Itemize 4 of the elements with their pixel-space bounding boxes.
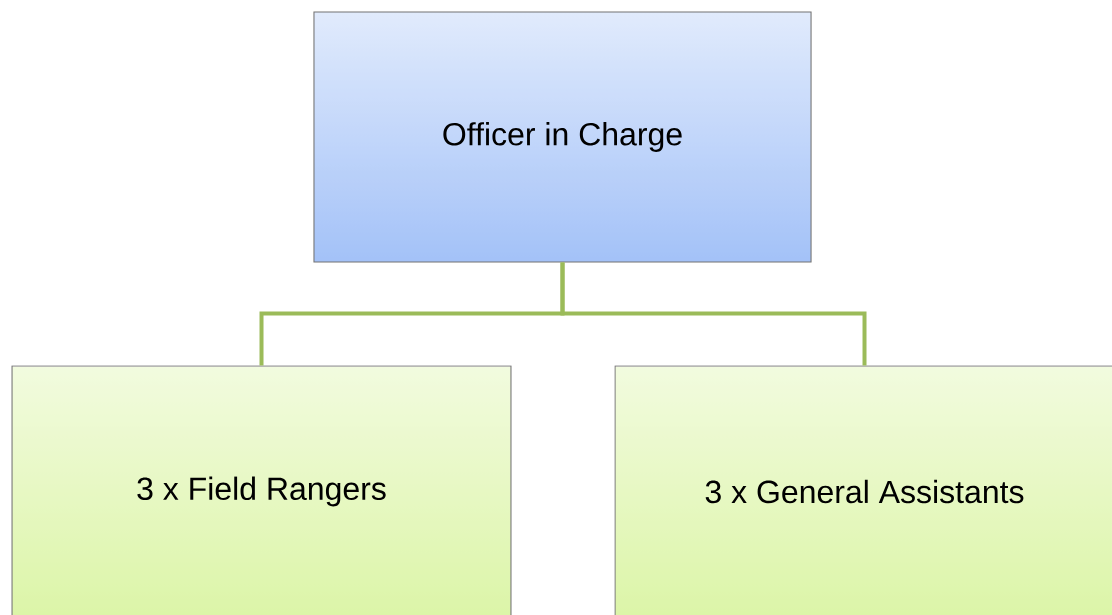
connector-line bbox=[560, 262, 867, 366]
org-box: 3 x General Assistants bbox=[614, 365, 1112, 615]
org-box: 3 x Field Rangers bbox=[11, 365, 512, 615]
org-box: Officer in Charge bbox=[313, 11, 812, 263]
